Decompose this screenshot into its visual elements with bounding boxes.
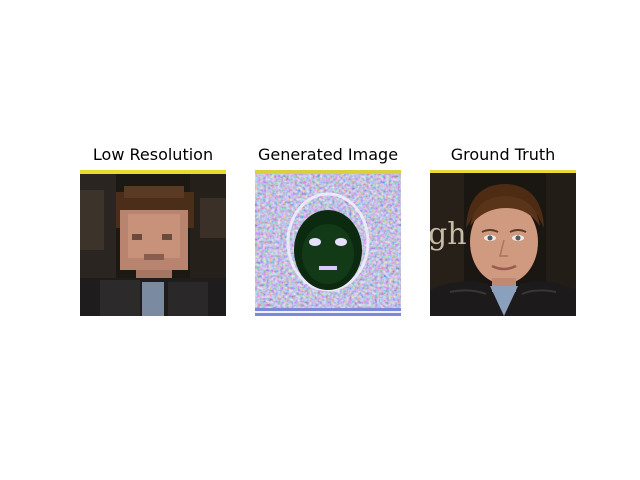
background-text: gh <box>430 217 467 252</box>
generated-image <box>255 170 401 316</box>
ground-truth-image: gh <box>430 170 576 316</box>
generated-image-panel: Generated Image <box>255 143 401 316</box>
low-resolution-image <box>80 170 226 316</box>
low-resolution-panel: Low Resolution <box>80 143 226 316</box>
generated-image-title: Generated Image <box>257 145 399 164</box>
ground-truth-title: Ground Truth <box>450 145 556 164</box>
ground-truth-panel: Ground Truth gh <box>430 143 576 316</box>
low-resolution-title: Low Resolution <box>92 145 214 164</box>
